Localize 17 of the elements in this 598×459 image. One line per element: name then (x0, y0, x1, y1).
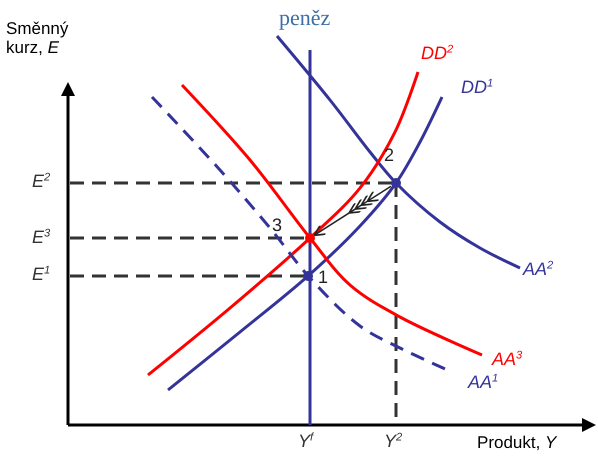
axis-tick-label: Y$^{f}$ (298, 432, 314, 452)
point-number: 3 (272, 216, 282, 236)
curve-label: DD$^{2}$ (421, 44, 454, 64)
point-number: 2 (384, 146, 394, 166)
curve-label: AA$^{3}$ (492, 350, 522, 370)
adjustment-arrow (314, 186, 392, 236)
axis-tick-label: E$^{1}$ (32, 265, 50, 285)
axis-title: Produkt, Y (477, 434, 556, 453)
curve-label: AA$^{1}$ (468, 373, 498, 393)
axis-title: Směnný kurz, E (6, 20, 70, 58)
axis-tick-label: E$^{3}$ (32, 228, 50, 248)
point-number: 1 (318, 268, 328, 288)
curve-label: AA$^{2}$ (523, 260, 554, 280)
curve-label: DD$^{1}$ (461, 78, 494, 98)
axis-tick-label: Y$^{2}$ (384, 432, 402, 452)
axis-tick-label: E$^{2}$ (32, 172, 50, 192)
title-fragment: peněz (279, 6, 330, 30)
